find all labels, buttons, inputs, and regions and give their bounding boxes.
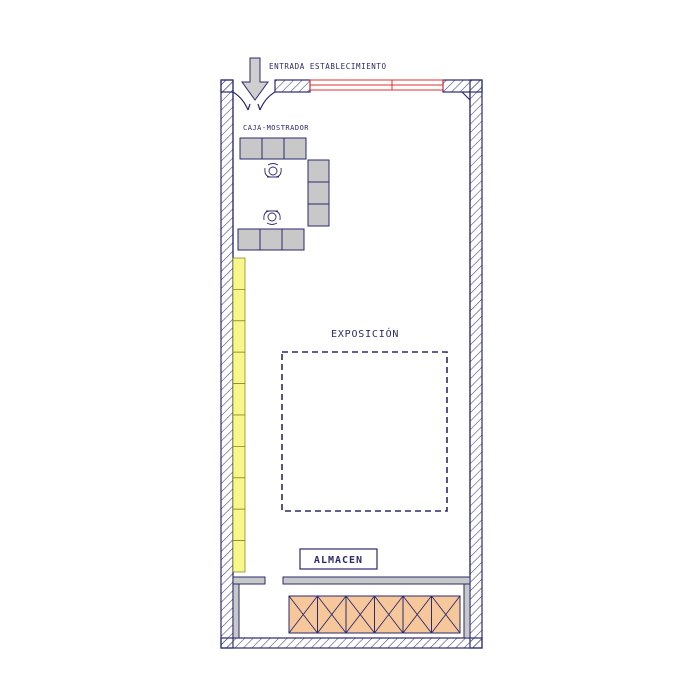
wall-bottom — [220, 637, 483, 649]
window — [309, 79, 444, 91]
crossed-box-icon — [317, 595, 347, 634]
storage-label: ALMACEN — [314, 555, 363, 566]
storage-inner-right — [463, 583, 471, 639]
crossed-box-icon — [431, 595, 461, 634]
crossed-box-icon — [402, 595, 432, 634]
wall-left — [220, 79, 234, 649]
storage-boxes — [288, 595, 461, 634]
partition-left — [232, 576, 266, 585]
shelf-unit — [232, 508, 246, 542]
wall-right — [469, 79, 483, 649]
entrance-door — [232, 91, 276, 111]
storage-label-box — [299, 548, 378, 570]
chair-icon — [263, 210, 281, 225]
shelf-unit — [232, 351, 246, 385]
shelf-unit — [232, 257, 246, 290]
wall-top-right — [274, 79, 311, 93]
walls — [220, 79, 483, 649]
storage-partition — [232, 576, 471, 639]
shelf-unit — [232, 477, 246, 510]
shelf-unit — [232, 540, 246, 573]
wall-top-left — [220, 79, 234, 93]
counter-label: CAJA-MOSTRADOR — [243, 124, 309, 132]
storage-inner-left — [232, 583, 240, 639]
shelf-unit — [232, 383, 246, 416]
wall-top-right-end — [442, 79, 483, 93]
shelf-unit — [232, 288, 246, 322]
counter-bottom — [237, 228, 305, 251]
counter-right — [307, 159, 330, 227]
entrance-label: ENTRADA ESTABLECIMIENTO — [269, 62, 387, 71]
crossed-box-icon — [345, 595, 375, 634]
partition-right — [282, 576, 471, 585]
shelf-unit — [232, 445, 246, 479]
arrow-down-icon — [241, 57, 269, 101]
wall-shelving — [232, 257, 246, 573]
counter-top — [239, 137, 307, 160]
shelf-unit — [232, 320, 246, 353]
crossed-box-icon — [374, 595, 404, 634]
exhibition-label: EXPOSICIÓN — [331, 327, 399, 340]
crossed-box-icon — [288, 595, 318, 634]
door-leaf-left — [232, 91, 249, 111]
door-leaf-right — [259, 91, 276, 111]
exhibition-area — [281, 351, 448, 512]
shelf-unit — [232, 414, 246, 447]
chair-icon — [264, 163, 282, 178]
